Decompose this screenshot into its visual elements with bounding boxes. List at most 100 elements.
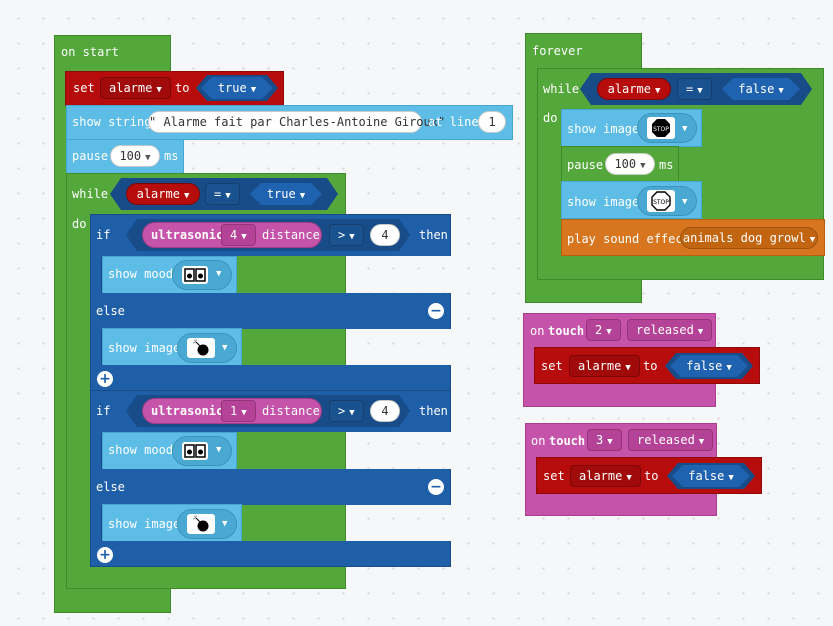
- plus-circle-icon[interactable]: +: [97, 547, 113, 563]
- ultrasonic-port-dropdown[interactable]: 1▼: [221, 400, 256, 422]
- caret-down-icon: ▼: [697, 327, 704, 337]
- set-label: set: [73, 81, 95, 95]
- condition-variable[interactable]: alarme▼: [126, 183, 200, 205]
- caret-down-icon: ▼: [728, 473, 734, 483]
- variable-name: alarme: [579, 469, 623, 483]
- pause-unit: ms: [164, 149, 179, 163]
- then-label: then: [419, 228, 448, 242]
- if-label: if: [96, 404, 111, 418]
- on-label: on: [531, 434, 546, 448]
- condition-variable[interactable]: alarme▼: [597, 78, 671, 100]
- operator-value: =: [686, 82, 694, 96]
- if-else-footer: [90, 541, 451, 567]
- caret-down-icon: ▼: [145, 153, 151, 163]
- minus-circle-icon[interactable]: −: [428, 479, 444, 495]
- pause-value: 100: [119, 149, 142, 163]
- pause-duration-dropdown[interactable]: 100▼: [605, 153, 655, 175]
- variable-dropdown[interactable]: alarme▼: [100, 77, 171, 99]
- do-label: do: [72, 217, 87, 231]
- pause-duration-dropdown[interactable]: 100▼: [110, 145, 160, 167]
- touch-event-dropdown[interactable]: released▼: [628, 429, 714, 451]
- operator-value: =: [214, 187, 222, 201]
- pause-value: 100: [614, 157, 637, 171]
- pin-value: 3: [596, 433, 604, 447]
- string-value: " Alarme fait par Charles-Antoine Giroux…: [149, 115, 446, 129]
- boolean-dropdown[interactable]: false▼: [670, 355, 748, 377]
- boolean-value: true: [217, 81, 247, 95]
- compare-operator-dropdown[interactable]: >▼: [329, 224, 364, 246]
- minus-circle-icon[interactable]: −: [428, 303, 444, 319]
- caret-down-icon: ▼: [640, 161, 646, 171]
- touch-pin-dropdown[interactable]: 3▼: [587, 429, 622, 451]
- touch-event-dropdown[interactable]: released▼: [627, 319, 713, 341]
- caret-down-icon: ▼: [654, 86, 661, 96]
- port-value: 1: [230, 404, 238, 418]
- line-input[interactable]: 1: [478, 111, 506, 133]
- ultrasonic-label: ultrasonic: [151, 404, 224, 418]
- pause-label: pause: [567, 158, 604, 172]
- touch-label: touch: [549, 434, 586, 448]
- boolean-dropdown[interactable]: true▼: [201, 77, 273, 99]
- if-label: if: [96, 228, 111, 242]
- show-image-label: show image: [108, 517, 181, 531]
- variable-dropdown[interactable]: alarme▼: [569, 355, 640, 377]
- condition-value-dropdown[interactable]: false▼: [722, 78, 800, 100]
- touch-pin-dropdown[interactable]: 2▼: [586, 319, 621, 341]
- ultrasonic-label: ultrasonic: [151, 228, 224, 242]
- ultrasonic-port-dropdown[interactable]: 4▼: [221, 224, 256, 246]
- show-image-label: show image: [567, 195, 640, 209]
- caret-down-icon: ▼: [222, 343, 228, 353]
- set-label: set: [541, 359, 563, 373]
- on-label: on: [530, 324, 545, 338]
- caret-down-icon: ▼: [726, 363, 732, 373]
- caret-down-icon: ▼: [697, 86, 703, 96]
- to-label: to: [644, 469, 659, 483]
- caret-down-icon: ▼: [682, 197, 688, 207]
- at-line-label: at line: [428, 115, 479, 129]
- condition-value: true: [266, 187, 296, 201]
- string-input[interactable]: " Alarme fait par Charles-Antoine Giroux…: [148, 111, 445, 133]
- variable-name: alarme: [109, 81, 153, 95]
- threshold-input[interactable]: 4: [370, 224, 400, 246]
- condition-value: false: [738, 82, 775, 96]
- else-section: [90, 293, 451, 329]
- caret-down-icon: ▼: [626, 473, 632, 483]
- threshold-input[interactable]: 4: [370, 400, 400, 422]
- stop-sign-icon: STOP: [647, 190, 675, 212]
- caret-down-icon: ▼: [625, 363, 631, 373]
- caret-down-icon: ▼: [299, 191, 306, 201]
- plus-circle-icon[interactable]: +: [97, 371, 113, 387]
- bomb-image-icon: [187, 514, 215, 534]
- else-section: [90, 469, 451, 505]
- mood-eyes-icon: [182, 266, 208, 284]
- sound-value: animals dog growl: [682, 231, 806, 245]
- variable-name: alarme: [578, 359, 622, 373]
- operator-dropdown[interactable]: =▼: [677, 78, 712, 100]
- pause-label: pause: [72, 149, 109, 163]
- show-mood-label: show mood: [108, 267, 174, 281]
- stop-sign-text: STOP: [653, 126, 669, 133]
- boolean-dropdown[interactable]: false▼: [672, 465, 750, 487]
- show-mood-label: show mood: [108, 443, 174, 457]
- caret-down-icon: ▼: [250, 85, 257, 95]
- caret-down-icon: ▼: [698, 437, 705, 447]
- threshold-value: 4: [381, 228, 389, 242]
- compare-operator: >: [338, 404, 346, 418]
- caret-down-icon: ▼: [183, 191, 190, 201]
- sound-dropdown[interactable]: animals dog growl▼: [680, 227, 818, 249]
- caret-down-icon: ▼: [216, 269, 222, 279]
- compare-operator: >: [338, 228, 346, 242]
- caret-down-icon: ▼: [349, 408, 355, 418]
- operator-dropdown[interactable]: =▼: [205, 183, 240, 205]
- condition-value-dropdown[interactable]: true▼: [250, 183, 322, 205]
- caret-down-icon: ▼: [349, 232, 355, 242]
- caret-down-icon: ▼: [682, 124, 688, 134]
- caret-down-icon: ▼: [222, 519, 228, 529]
- variable-dropdown[interactable]: alarme▼: [570, 465, 641, 487]
- event-value: released: [637, 433, 695, 447]
- else-label: else: [96, 480, 125, 494]
- caret-down-icon: ▼: [241, 408, 247, 418]
- compare-operator-dropdown[interactable]: >▼: [329, 400, 364, 422]
- on-start-label: on start: [61, 45, 119, 59]
- event-value: released: [636, 323, 694, 337]
